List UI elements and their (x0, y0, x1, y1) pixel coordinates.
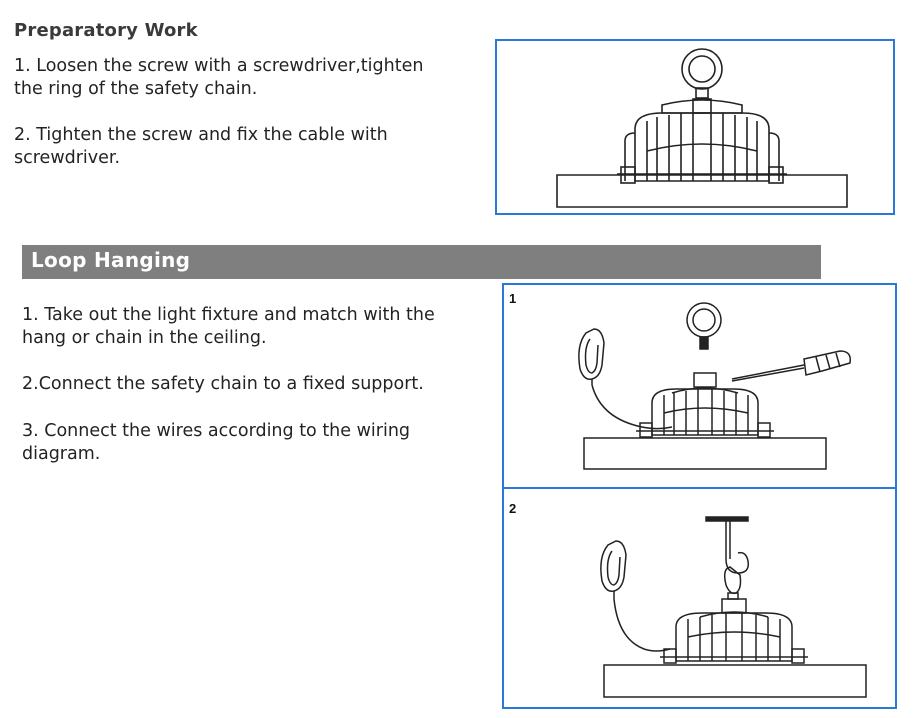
preparatory-illustration-frame (495, 39, 895, 215)
prep-step1-line1: 1. Loosen the screw with a screwdriver,t… (14, 56, 424, 76)
loop-step1-line2: hang or chain in the ceiling. (22, 328, 267, 348)
eye-bolt-icon (686, 302, 722, 350)
prep-step2-line1: 2. Tighten the screw and fix the cable w… (14, 125, 388, 145)
loop-step3-line2: diagram. (22, 444, 101, 464)
loop-step3-line1: 3. Connect the wires according to the wi… (22, 421, 411, 441)
loop-hanging-banner: Loop Hanging (22, 245, 821, 279)
highbay-fixture-with-eyebolt-illustration (556, 48, 848, 208)
loop-hanging-title: Loop Hanging (31, 248, 191, 272)
prep-step1-line2: the ring of the safety chain. (14, 79, 258, 99)
screwdriver-icon (731, 350, 852, 382)
fixture-hanging-from-hook-illustration (600, 516, 867, 698)
loop-panel-1: 1 (502, 283, 897, 489)
loop-step1-line1: 1. Take out the light fixture and match … (22, 305, 435, 325)
loop-step2-line1: 2.Connect the safety chain to a fixed su… (22, 374, 424, 394)
fixture-with-screwdriver-illustration (578, 302, 852, 470)
ceiling-hook-icon (705, 516, 750, 574)
panel-1-number: 1 (509, 291, 517, 306)
eye-bolt-ring-icon (681, 48, 723, 99)
prep-step2-line2: screwdriver. (14, 148, 121, 168)
preparatory-work-title: Preparatory Work (14, 20, 198, 41)
loop-panel-2: 2 (502, 487, 897, 709)
carabiner-icon (578, 328, 605, 385)
carabiner-safety-icon (600, 540, 627, 599)
panel-2-number: 2 (509, 501, 517, 516)
